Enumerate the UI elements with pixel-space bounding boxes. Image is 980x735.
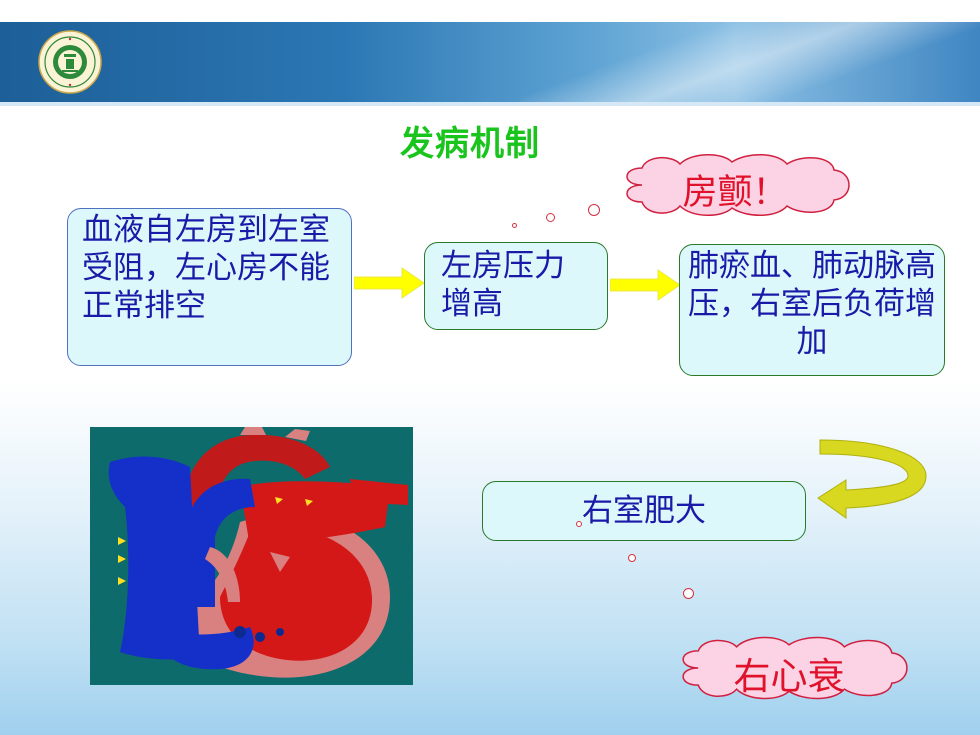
page-title: 发病机制 [400,124,540,164]
thought-bubble [546,213,555,222]
thought-bubble [628,554,636,562]
thought-bubble [683,588,694,599]
box-blood-flow-blocked: 血液自左房到左室受阻，左心房不能正常排空 [67,208,352,366]
thought-bubble [512,223,517,228]
header-banner [0,22,980,106]
box-right-ventricle-hypertrophy: 右室肥大 [482,481,806,541]
cloud-shape-bottom [682,636,908,700]
arrow-right-icon [610,269,681,301]
cloud-label-top: 房颤！ [682,173,788,213]
thought-bubble [588,204,600,216]
cloud-shape-top [626,154,850,216]
curved-arrow-icon [817,439,927,519]
cloud-label-bottom: 右心衰 [733,655,845,698]
box-left-atrial-pressure: 左房压力增高 [424,242,608,330]
thought-bubble [576,521,582,527]
university-logo-icon [38,30,102,94]
box-pulmonary-congestion: 肺瘀血、肺动脉高压，右室后负荷增加 [679,244,945,376]
heart-illustration [90,427,413,685]
header-sheen [520,22,980,102]
arrow-right-icon [354,267,425,299]
